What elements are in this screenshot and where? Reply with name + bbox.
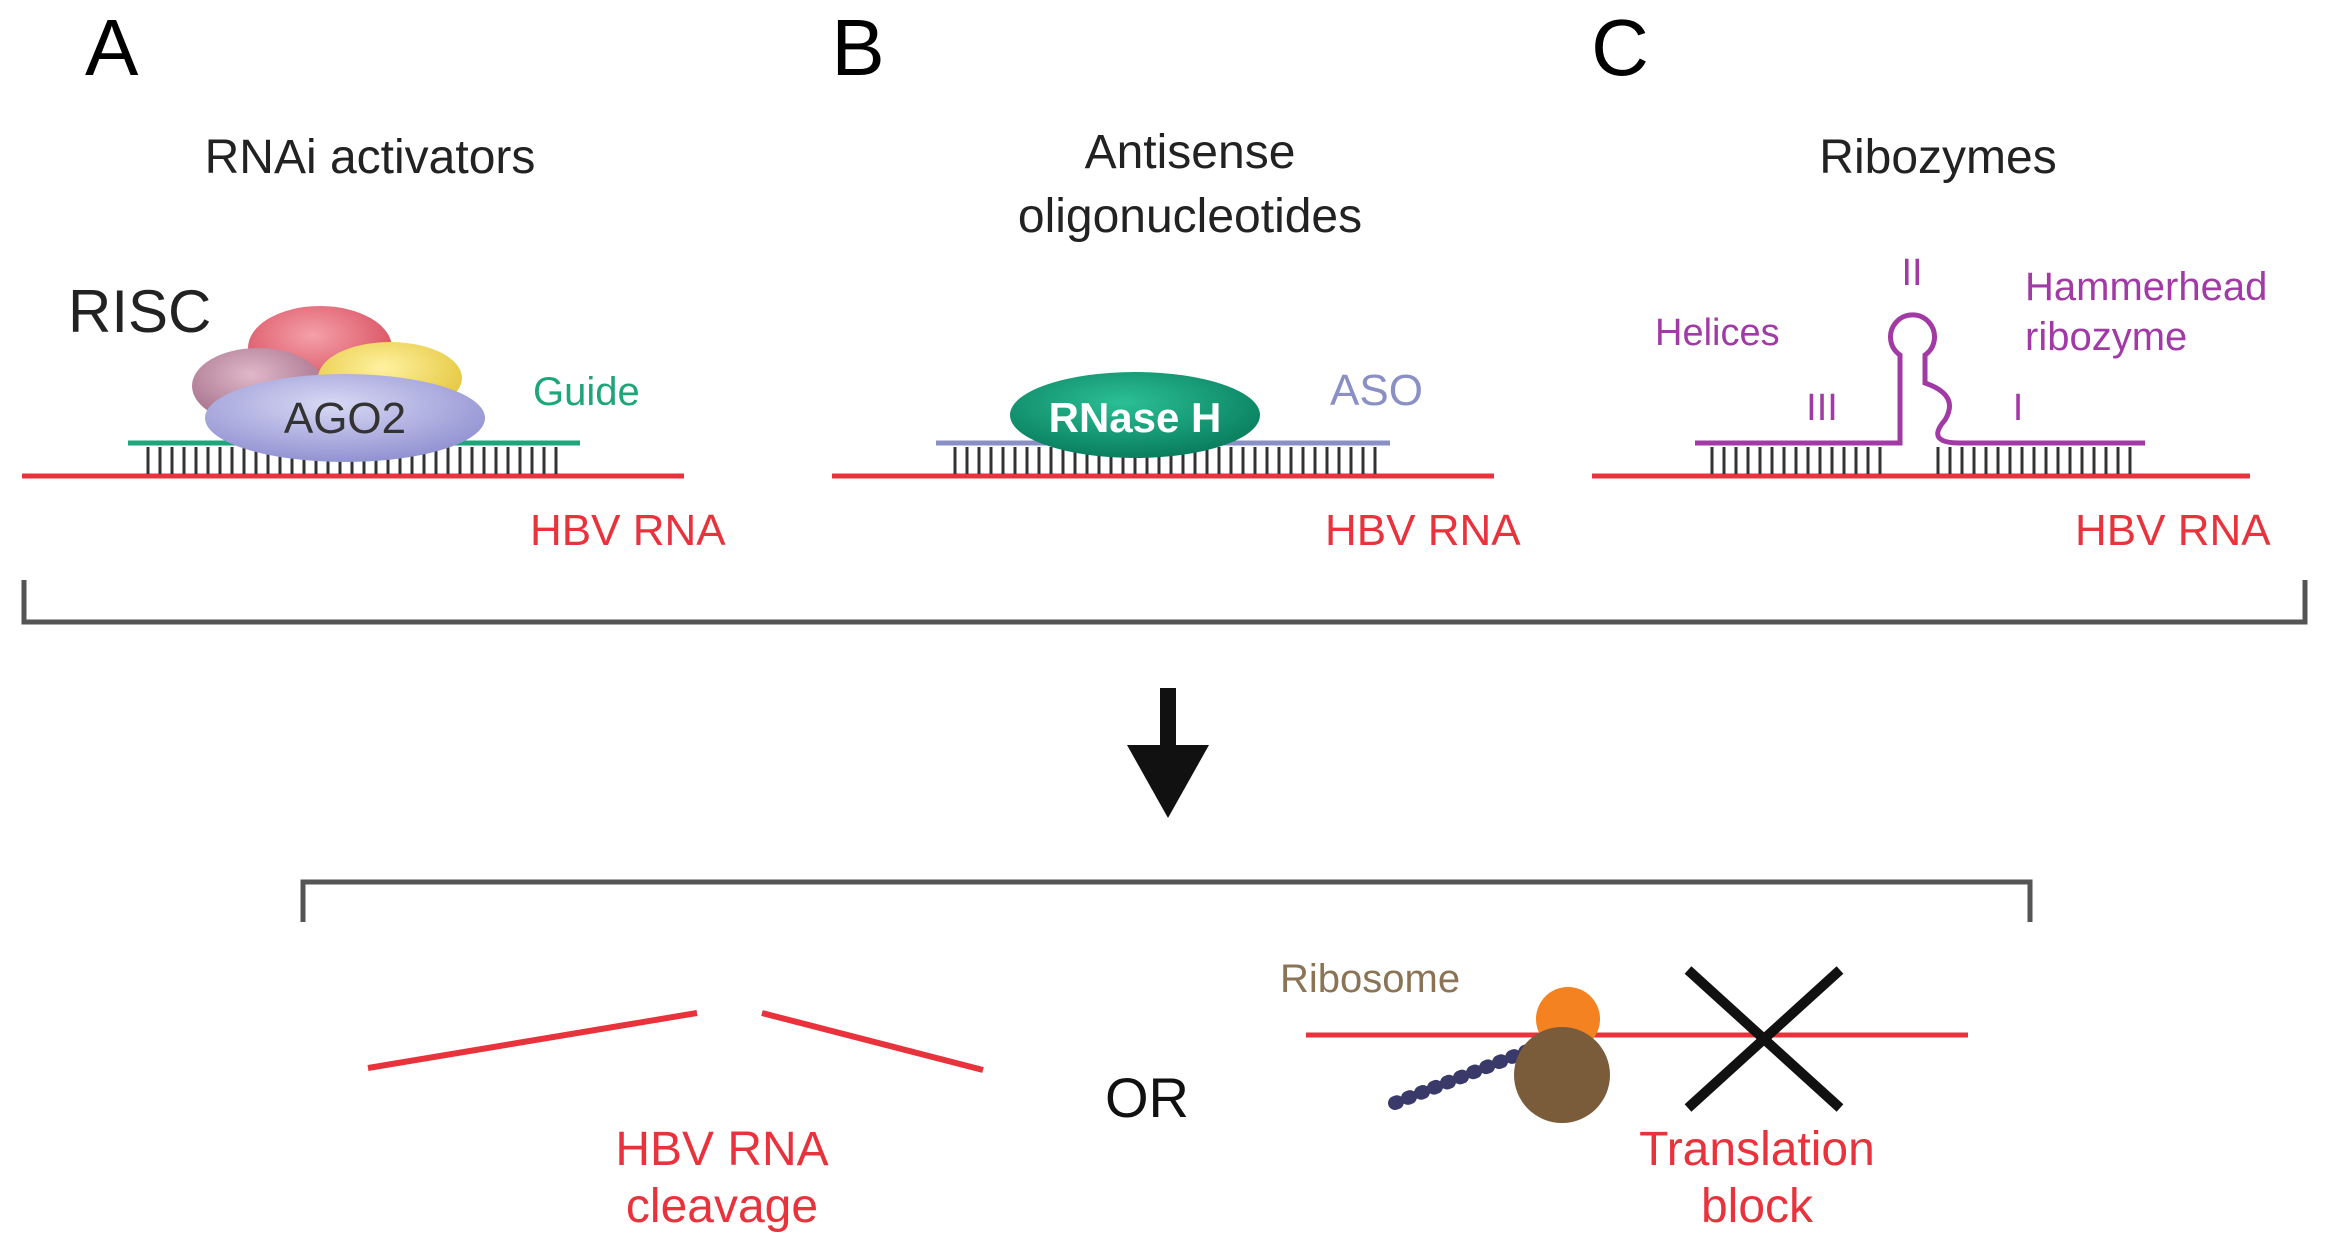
cleavage-outcome: HBV RNA cleavage <box>367 1010 984 1233</box>
panel-b-base-pairs <box>953 447 1377 474</box>
helices-label: Helices <box>1655 312 1780 354</box>
ribosome-large-subunit <box>1514 1027 1610 1123</box>
ago2-label: AGO2 <box>284 394 406 443</box>
cleavage-label-line2: cleavage <box>626 1180 818 1233</box>
guide-label: Guide <box>533 370 640 414</box>
hammerhead-label-line1: Hammerhead <box>2025 265 2267 309</box>
bottom-bracket <box>300 879 2033 922</box>
helix-iii-label: III <box>1806 387 1838 429</box>
panel-a-title: RNAi activators <box>205 131 536 184</box>
panel-b-hbv-rna-label: HBV RNA <box>1325 506 1521 555</box>
panel-c-title: Ribozymes <box>1819 131 2056 184</box>
helix-ii-label: II <box>1901 252 1922 294</box>
panel-b-title-line1: Antisense <box>1085 126 1296 179</box>
risc-complex <box>192 306 485 462</box>
panel-c: C Ribozymes II III I Helices Hammerhead … <box>1591 3 2271 555</box>
panel-a: A RNAi activators AGO2 RISC Guide HBV RN… <box>22 3 726 555</box>
panel-b-letter: B <box>831 3 884 92</box>
aso-label: ASO <box>1330 366 1423 415</box>
peptide-chain <box>1388 1039 1547 1110</box>
panel-a-letter: A <box>85 3 139 92</box>
cleavage-label-line1: HBV RNA <box>615 1123 828 1176</box>
panel-c-letter: C <box>1591 3 1649 92</box>
or-label: OR <box>1105 1066 1189 1129</box>
block-cross-icon <box>1684 966 1844 1112</box>
hammerhead-label-line2: ribozyme <box>2025 315 2187 359</box>
ribosome-label: Ribosome <box>1280 957 1460 1001</box>
cleaved-rna-fragment-left <box>367 1010 698 1071</box>
translation-block-label-line1: Translation <box>1639 1123 1875 1176</box>
translation-block-outcome: Ribosome Translation block <box>1280 957 1968 1233</box>
rnase-h-label: RNase H <box>1049 394 1222 441</box>
ago2-protein <box>205 374 485 462</box>
cleaved-rna-fragment-right <box>761 1010 984 1073</box>
hammerhead-ribozyme <box>1695 312 2145 446</box>
translation-block-label-line2: block <box>1701 1180 1814 1233</box>
top-bracket <box>21 580 2308 625</box>
rnase-h-enzyme <box>1010 372 1260 458</box>
panel-b: B Antisense oligonucleotides RNase H ASO… <box>831 3 1521 555</box>
panel-b-title-line2: oligonucleotides <box>1018 190 1362 243</box>
panel-c-base-pairs <box>1710 447 2132 474</box>
down-arrow <box>1127 688 1209 818</box>
risc-label: RISC <box>68 278 211 345</box>
panel-a-hbv-rna-label: HBV RNA <box>530 506 726 555</box>
helix-i-label: I <box>2013 387 2024 429</box>
ribozyme-strand <box>1695 312 2145 446</box>
panel-c-hbv-rna-label: HBV RNA <box>2075 506 2271 555</box>
